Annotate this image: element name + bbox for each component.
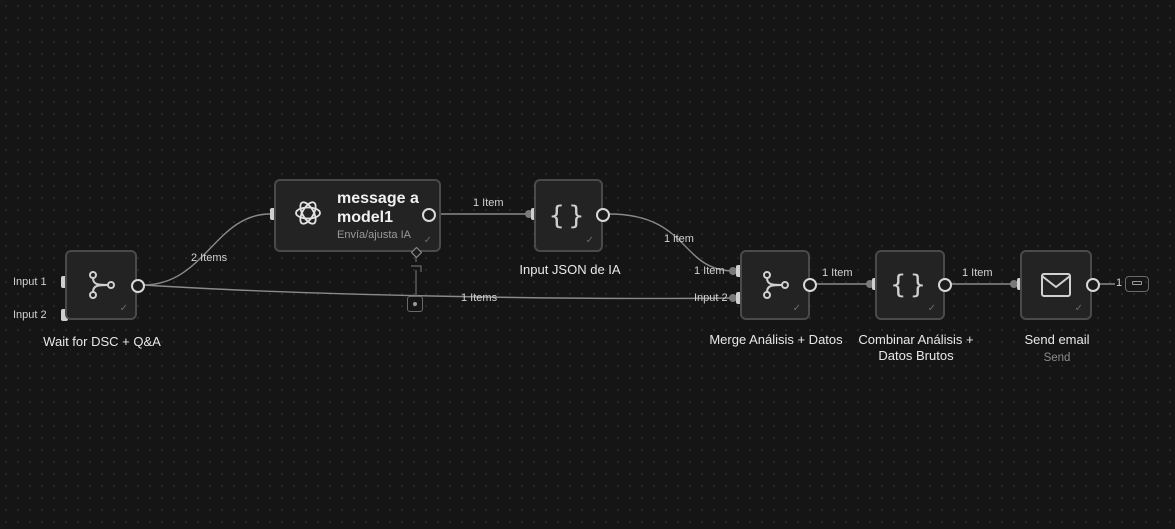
merge-output-handle[interactable] <box>803 278 817 292</box>
check-icon: ✓ <box>792 303 801 314</box>
subnode-diamond-icon[interactable] <box>411 247 422 258</box>
merge-input-2-dot <box>729 294 737 302</box>
check-icon: ✓ <box>585 235 594 246</box>
send-node-sublabel: Send <box>1043 352 1071 364</box>
merge-icon <box>67 252 135 318</box>
input-1-label: Input 1 <box>13 276 47 288</box>
merge-input-1-dot <box>729 267 737 275</box>
edge-model-subnode <box>411 252 422 296</box>
combinar-input-dot <box>866 280 874 288</box>
json-output-handle[interactable] <box>596 208 610 222</box>
merge-icon <box>742 252 808 318</box>
add-node-button[interactable] <box>1125 276 1149 292</box>
code-braces-icon: {} <box>548 200 589 231</box>
check-icon: ✓ <box>927 303 936 314</box>
check-icon: ✓ <box>423 235 432 246</box>
openai-icon <box>290 195 326 231</box>
edge-label-combinar-to-send: 1 Item <box>962 267 993 279</box>
model-output-handle[interactable] <box>422 208 436 222</box>
node-combinar[interactable]: {} ✓ <box>875 250 945 320</box>
check-icon: ✓ <box>119 303 128 314</box>
combinar-label-line2: Datos Brutos <box>878 348 954 363</box>
edge-json-to-merge <box>608 213 735 272</box>
wait-node-label: Wait for DSC + Q&A <box>43 334 161 349</box>
input-2-label: Input 2 <box>13 309 47 321</box>
send-input-dot <box>1010 280 1018 288</box>
model-subtitle: Envía/ajusta IA <box>337 229 411 241</box>
merge-input-1-handle[interactable] <box>736 265 743 277</box>
combinar-output-handle[interactable] <box>938 278 952 292</box>
wait-input-1-handle[interactable] <box>61 276 68 288</box>
send-node-label: Send email <box>1024 332 1090 347</box>
merge-input-2-label: Input 2 <box>694 292 728 304</box>
wait-output-handle[interactable] <box>131 279 145 293</box>
edge-label-wait-to-model: 2 Items <box>191 252 228 264</box>
model-title-line2: model1 <box>337 209 394 226</box>
code-braces-icon: {} <box>890 270 930 300</box>
send-output-count: 1 <box>1116 277 1123 289</box>
send-output-handle[interactable] <box>1086 278 1100 292</box>
json-input-dot <box>525 210 533 218</box>
edge-label-merge-to-combinar: 1 Item <box>822 267 853 279</box>
model-input-handle[interactable] <box>270 208 277 220</box>
check-icon: ✓ <box>1074 303 1083 314</box>
edge-wait-to-model <box>142 213 271 286</box>
node-send-email[interactable]: ✓ <box>1020 250 1092 320</box>
edge-label-wait-to-merge: 1 Items <box>461 292 498 304</box>
json-node-label: Input JSON de IA <box>519 262 621 277</box>
combinar-label-line1: Combinar Análisis + <box>858 332 974 347</box>
envelope-icon <box>1022 252 1090 318</box>
node-merge[interactable]: ✓ <box>740 250 810 320</box>
node-wait-for-dsc[interactable]: ✓ <box>65 250 137 320</box>
merge-node-label: Merge Análisis + Datos <box>709 332 843 347</box>
edge-label-model-to-json: 1 Item <box>473 197 504 209</box>
node-message-model[interactable]: message a model1 Envía/ajusta IA ✓ <box>274 179 441 252</box>
add-subnode-button[interactable] <box>407 296 423 312</box>
model-title-line1: message a <box>337 190 419 207</box>
merge-input-1-label: 1 Item <box>694 265 725 277</box>
edge-wait-to-merge <box>142 284 735 300</box>
wait-input-2-handle[interactable] <box>61 309 68 321</box>
node-input-json[interactable]: {} ✓ <box>534 179 603 252</box>
merge-input-2-handle[interactable] <box>736 292 743 304</box>
edge-label-json-to-merge: 1 item <box>664 233 694 245</box>
